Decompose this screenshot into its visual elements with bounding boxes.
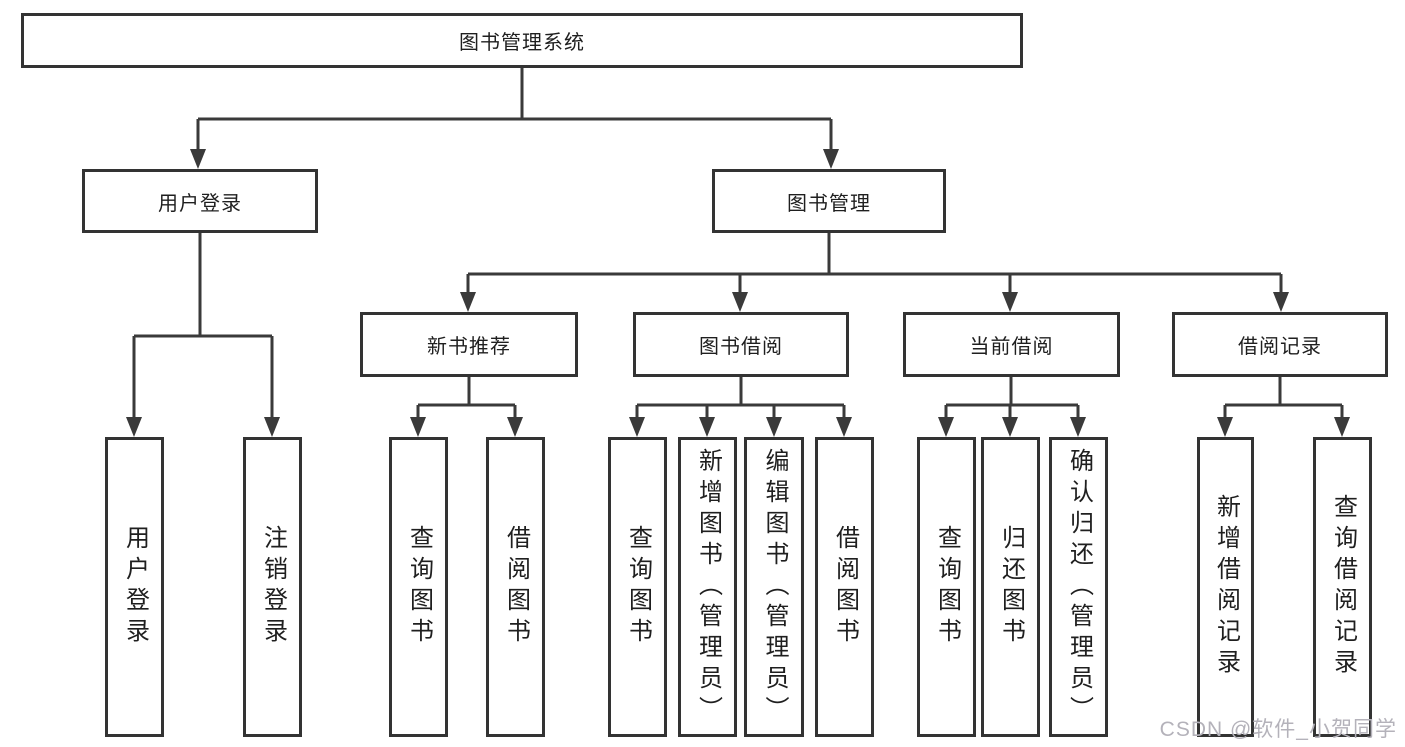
node-current-borrow-label: 当前借阅 (969, 336, 1054, 358)
leaf-recommend-borrow-books-label: 借阅图书 (502, 525, 530, 649)
leaf-confirm-return-admin: 确认归还（管理员） (1049, 437, 1108, 737)
leaf-recommend-query-books: 查询图书 (389, 437, 448, 737)
leaf-add-books-admin-label: 新增图书（管理员） (694, 447, 722, 727)
leaf-confirm-return-admin-label: 确认归还（管理员） (1065, 447, 1093, 727)
leaf-borrow-query-books: 查询图书 (608, 437, 667, 737)
leaf-edit-books-admin: 编辑图书（管理员） (744, 437, 804, 737)
leaf-query-borrow-record: 查询借阅记录 (1313, 437, 1372, 737)
leaf-borrow-books-label: 借阅图书 (831, 525, 859, 649)
leaf-user-login: 用户登录 (105, 437, 164, 737)
leaf-query-borrow-record-label: 查询借阅记录 (1329, 494, 1357, 680)
node-new-book-recommend-label: 新书推荐 (427, 336, 511, 358)
node-user-login-label: 用户登录 (158, 192, 242, 215)
leaf-recommend-borrow-books: 借阅图书 (486, 437, 545, 737)
node-root: 图书管理系统 (21, 13, 1023, 68)
leaf-return-books: 归还图书 (981, 437, 1040, 737)
leaf-return-books-label: 归还图书 (997, 525, 1025, 649)
node-book-borrow: 图书借阅 (633, 312, 849, 377)
leaf-edit-books-admin-label: 编辑图书（管理员） (761, 447, 788, 727)
leaf-current-query-books: 查询图书 (917, 437, 976, 737)
node-borrow-records: 借阅记录 (1172, 312, 1388, 377)
leaf-recommend-query-books-label: 查询图书 (405, 525, 433, 649)
node-current-borrow: 当前借阅 (903, 312, 1120, 377)
leaf-add-borrow-record-label: 新增借阅记录 (1212, 494, 1240, 680)
node-book-management-label: 图书管理 (787, 192, 871, 215)
node-book-borrow-label: 图书借阅 (699, 336, 783, 358)
leaf-current-query-books-label: 查询图书 (933, 525, 961, 649)
leaf-logout-label: 注销登录 (259, 525, 287, 649)
node-book-management: 图书管理 (712, 169, 946, 233)
leaf-add-borrow-record: 新增借阅记录 (1197, 437, 1254, 737)
node-root-label: 图书管理系统 (459, 32, 585, 54)
node-user-login: 用户登录 (82, 169, 318, 233)
leaf-add-books-admin: 新增图书（管理员） (678, 437, 737, 737)
leaf-logout: 注销登录 (243, 437, 302, 737)
node-borrow-records-label: 借阅记录 (1238, 336, 1322, 358)
leaf-borrow-books: 借阅图书 (815, 437, 874, 737)
leaf-borrow-query-books-label: 查询图书 (624, 525, 652, 649)
leaf-user-login-label: 用户登录 (121, 525, 149, 649)
node-new-book-recommend: 新书推荐 (360, 312, 578, 377)
